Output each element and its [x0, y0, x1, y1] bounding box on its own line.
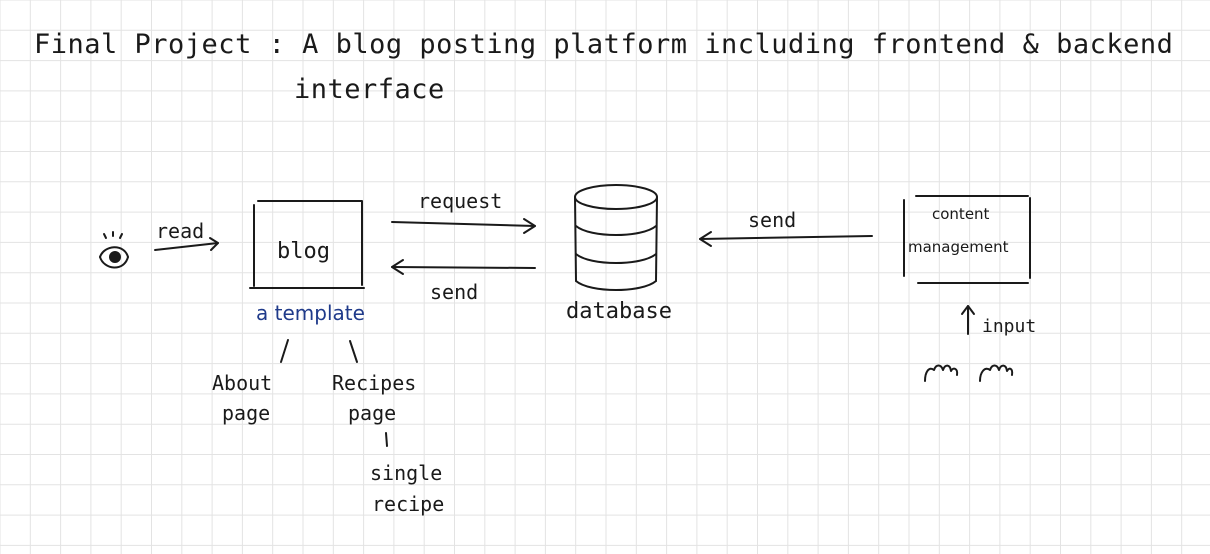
label-about-page: page — [222, 401, 270, 425]
hands-icon — [924, 364, 1014, 382]
arrow-request — [391, 218, 536, 234]
label-content: content — [932, 205, 990, 223]
eye-icon — [99, 231, 129, 269]
arrow-read — [154, 237, 219, 251]
arrow-send-back — [391, 259, 536, 275]
label-read: read — [156, 219, 204, 243]
label-about: About — [212, 371, 272, 395]
label-recipe: recipe — [372, 492, 444, 516]
title-line1: Final Project : A blog posting platform … — [34, 29, 1173, 60]
label-send-back: send — [430, 280, 478, 304]
blog-box — [249, 200, 365, 289]
label-single: single — [370, 461, 442, 485]
database-cylinder-icon — [574, 184, 658, 291]
label-recipes-page: page — [348, 401, 396, 425]
label-blog: blog — [277, 239, 330, 264]
label-database: database — [566, 299, 672, 324]
template-branches — [280, 339, 388, 447]
arrow-send-in — [699, 231, 873, 247]
label-management: management — [908, 238, 1009, 256]
label-send-in: send — [748, 208, 796, 232]
label-input: input — [982, 316, 1036, 337]
label-request: request — [418, 189, 502, 213]
title-line2: interface — [294, 74, 445, 105]
label-recipes: Recipes — [332, 371, 416, 395]
content-management-box — [903, 195, 1031, 284]
label-a-template: a template — [256, 301, 365, 325]
arrow-input — [961, 305, 975, 335]
